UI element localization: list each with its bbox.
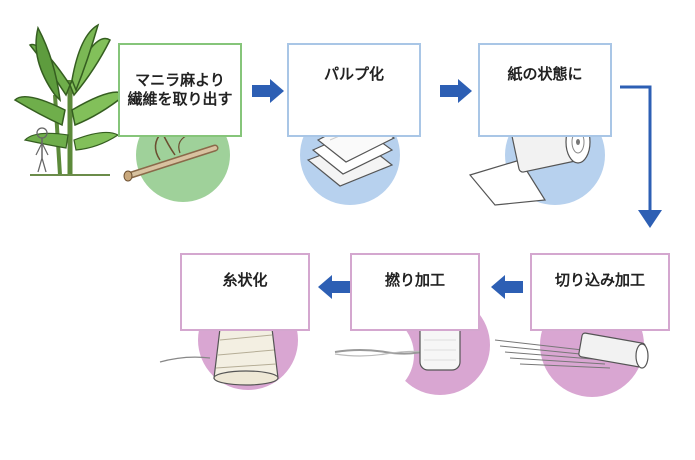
step-6-label: 糸状化 (222, 271, 268, 289)
arrow-2-to-3 (440, 79, 472, 103)
arrow-1-to-2 (252, 79, 284, 103)
step-4-box: 切り込み加工 (530, 253, 670, 331)
arrow-5-to-6 (318, 275, 350, 299)
abaca-plant-illustration (13, 23, 127, 176)
fiber-stick-illustration (123, 130, 219, 182)
arrow-3-to-4 (620, 85, 662, 228)
paper-roll-illustration (468, 120, 591, 206)
step-3-label: 紙の状態に (507, 65, 583, 83)
step-6-box: 糸状化 (180, 253, 310, 331)
slit-paper-roll-illustration (494, 332, 649, 369)
step-4-label: 切り込み加工 (554, 271, 645, 289)
step-2-label: パルプ化 (323, 65, 384, 83)
step-5-box: 撚り加工 (350, 253, 480, 331)
arrow-4-to-5 (491, 275, 523, 299)
step-5-label: 撚り加工 (384, 271, 445, 289)
step-3-box: 紙の状態に (478, 43, 612, 137)
step-1-label: マニラ麻より 繊維を取り出す (127, 71, 233, 108)
step-1-box: マニラ麻より 繊維を取り出す (118, 43, 242, 137)
step-2-box: パルプ化 (287, 43, 421, 137)
